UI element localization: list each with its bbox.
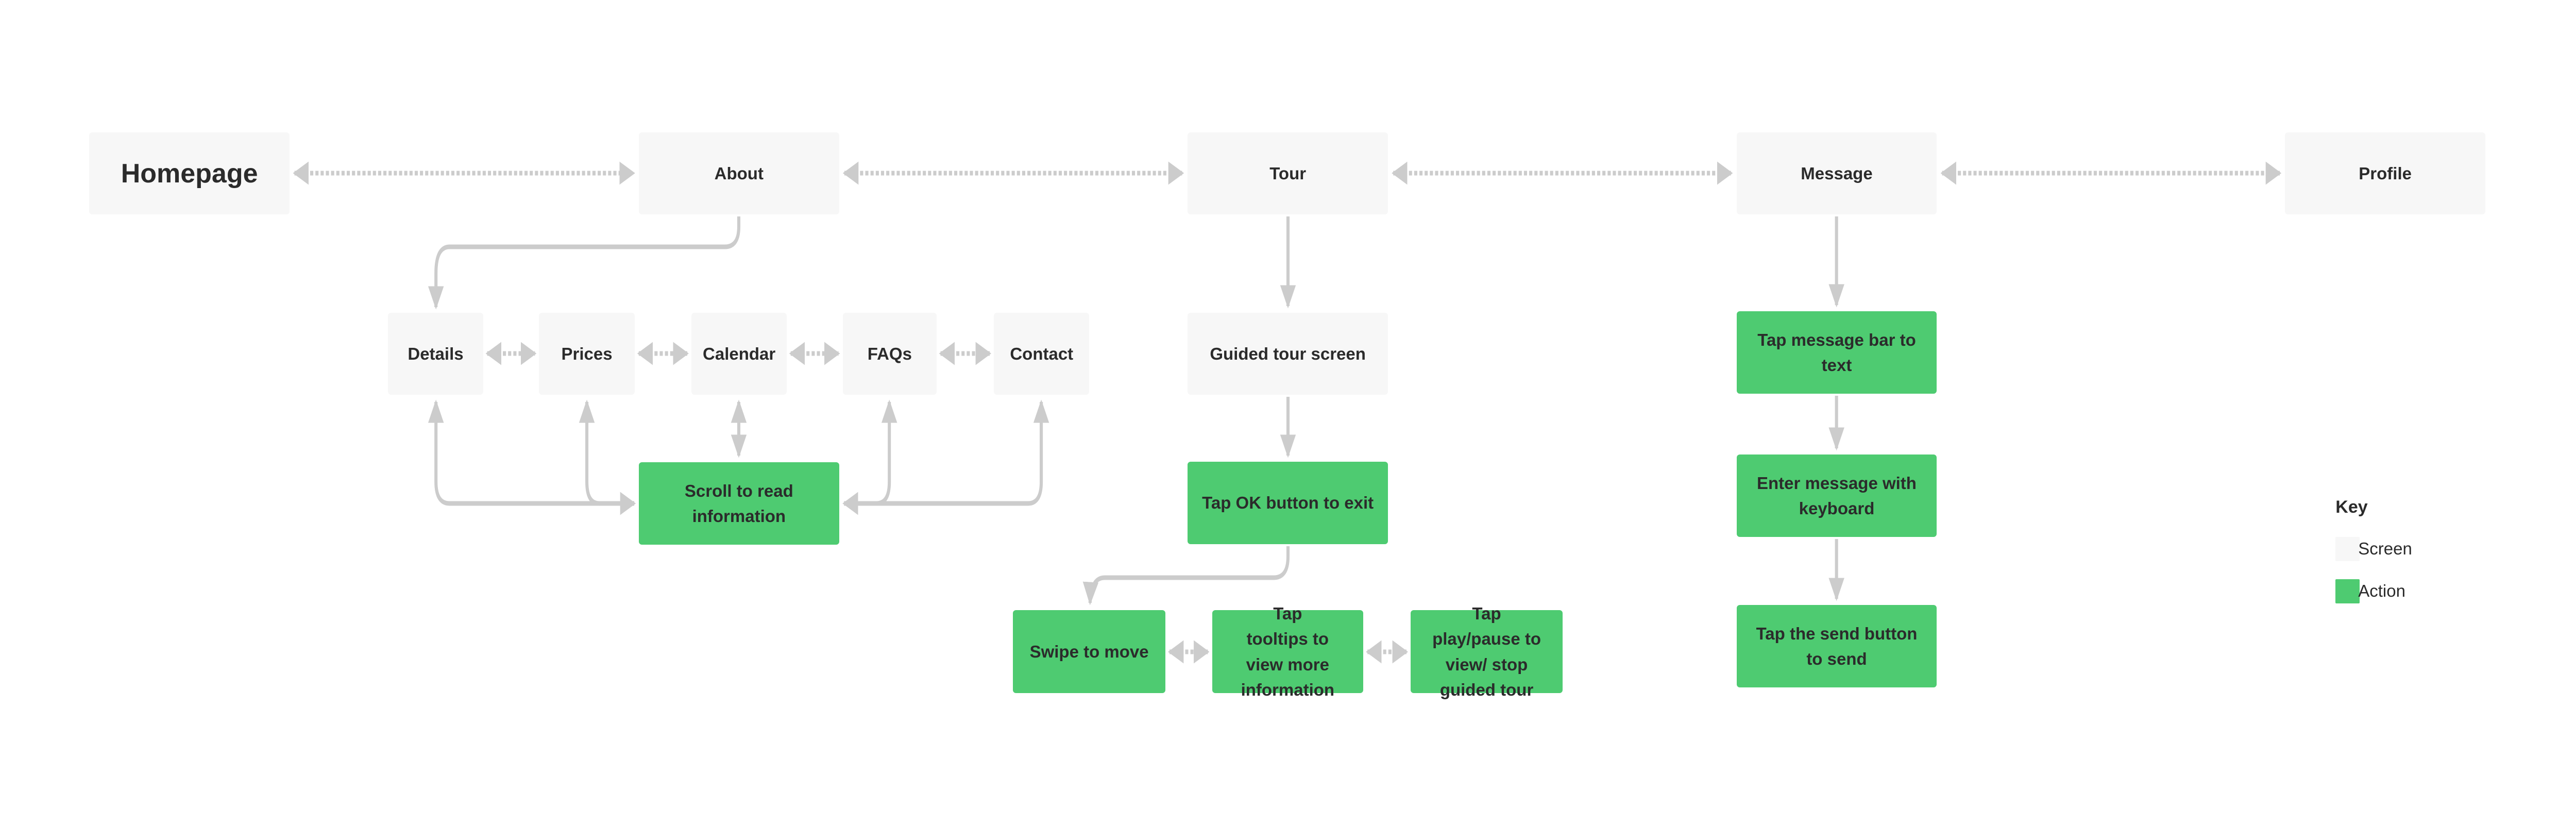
node-details: Details	[387, 313, 484, 395]
node-about: About	[638, 132, 839, 214]
legend-swatch-screen	[2335, 537, 2360, 561]
node-enter-message: Enter message with keyboard	[1736, 454, 1937, 537]
node-homepage: Homepage	[89, 132, 290, 214]
node-profile: Profile	[2285, 132, 2486, 214]
node-calendar: Calendar	[691, 313, 787, 395]
node-tap-ok: Tap OK button to exit	[1188, 462, 1388, 544]
node-tour: Tour	[1188, 132, 1388, 214]
node-tooltips: Tap tooltips to view more information	[1212, 604, 1364, 699]
legend-swatch-action	[2335, 579, 2360, 603]
node-scroll: Scroll to read information	[638, 462, 839, 545]
node-swipe: Swipe to move	[1013, 610, 1165, 693]
arrow-scroll-prices	[579, 399, 600, 506]
node-send: Tap the send button to send	[1736, 605, 1937, 687]
arrow-scroll-contact	[842, 399, 1049, 515]
node-guided-tour: Guided tour screen	[1188, 313, 1388, 395]
node-faqs: FAQs	[842, 313, 937, 395]
legend-title: Key	[2335, 497, 2368, 517]
arrow-about-details	[428, 216, 741, 310]
legend-label-action: Action	[2358, 581, 2405, 600]
node-prices: Prices	[539, 313, 635, 395]
node-message: Message	[1736, 132, 1937, 214]
arrow-scroll-details	[428, 399, 636, 515]
node-tap-message-bar: Tap message bar to text	[1736, 311, 1937, 394]
node-playpause: Tap play/pause to view/ stop guided tour	[1411, 604, 1563, 699]
node-contact: Contact	[994, 313, 1090, 395]
arrow-scroll-faqs	[876, 399, 897, 506]
legend-label-screen: Screen	[2358, 539, 2412, 558]
arrow-tapok-swipe	[1082, 546, 1290, 605]
